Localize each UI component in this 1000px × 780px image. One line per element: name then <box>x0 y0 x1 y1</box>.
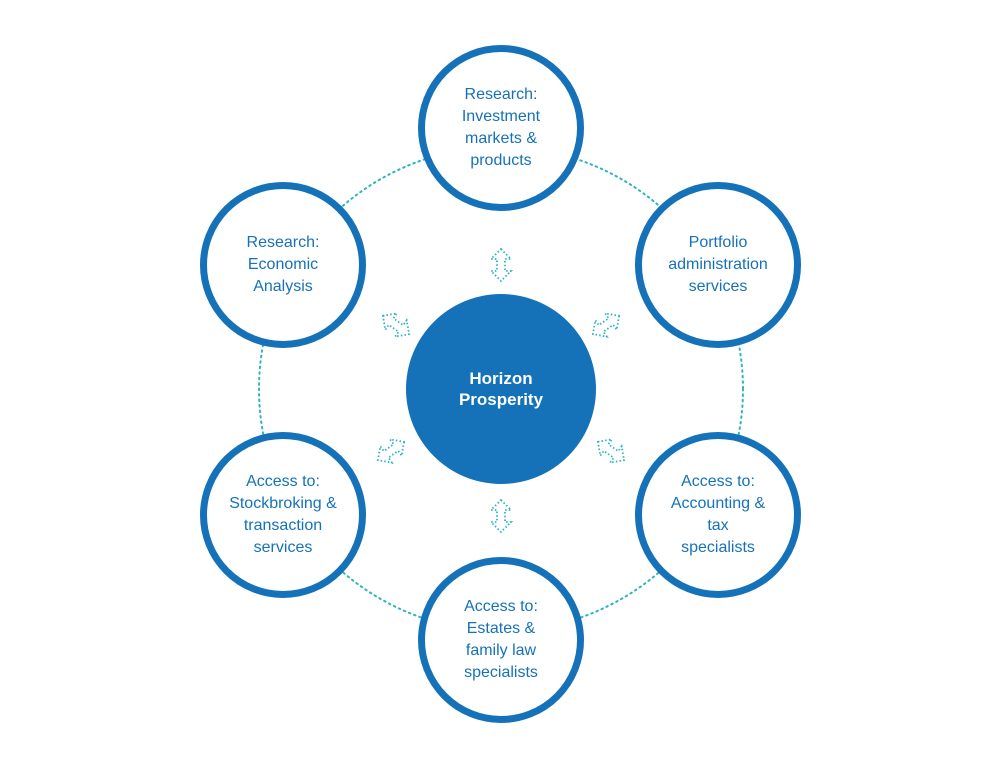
double-arrow-icon <box>591 312 621 338</box>
node-accounting-tax-label: Access to: Accounting & tax specialists <box>670 473 766 556</box>
center-hub-label: Horizon Prosperity <box>458 369 544 409</box>
node-research-investment-label: Research: Investment markets & products <box>461 86 541 169</box>
double-arrow-icon <box>488 498 514 534</box>
double-arrow-icon <box>381 312 411 338</box>
double-arrow-icon <box>488 247 514 283</box>
node-research-investment: Research: Investment markets & products <box>418 45 584 211</box>
node-stockbroking-label: Access to: Stockbroking & transaction se… <box>229 473 337 556</box>
node-portfolio-admin-label: Portfolio administration services <box>668 234 768 295</box>
node-research-economic: Research: Economic Analysis <box>200 182 366 348</box>
double-arrow-icon <box>596 438 626 464</box>
node-research-economic-label: Research: Economic Analysis <box>246 234 320 295</box>
node-accounting-tax: Access to: Accounting & tax specialists <box>635 432 801 598</box>
node-portfolio-admin: Portfolio administration services <box>635 182 801 348</box>
node-estates-family-law: Access to: Estates & family law speciali… <box>418 557 584 723</box>
double-arrow-icon <box>376 438 406 464</box>
center-hub: Horizon Prosperity <box>406 294 596 484</box>
node-stockbroking: Access to: Stockbroking & transaction se… <box>200 432 366 598</box>
node-estates-family-law-label: Access to: Estates & family law speciali… <box>464 598 538 681</box>
